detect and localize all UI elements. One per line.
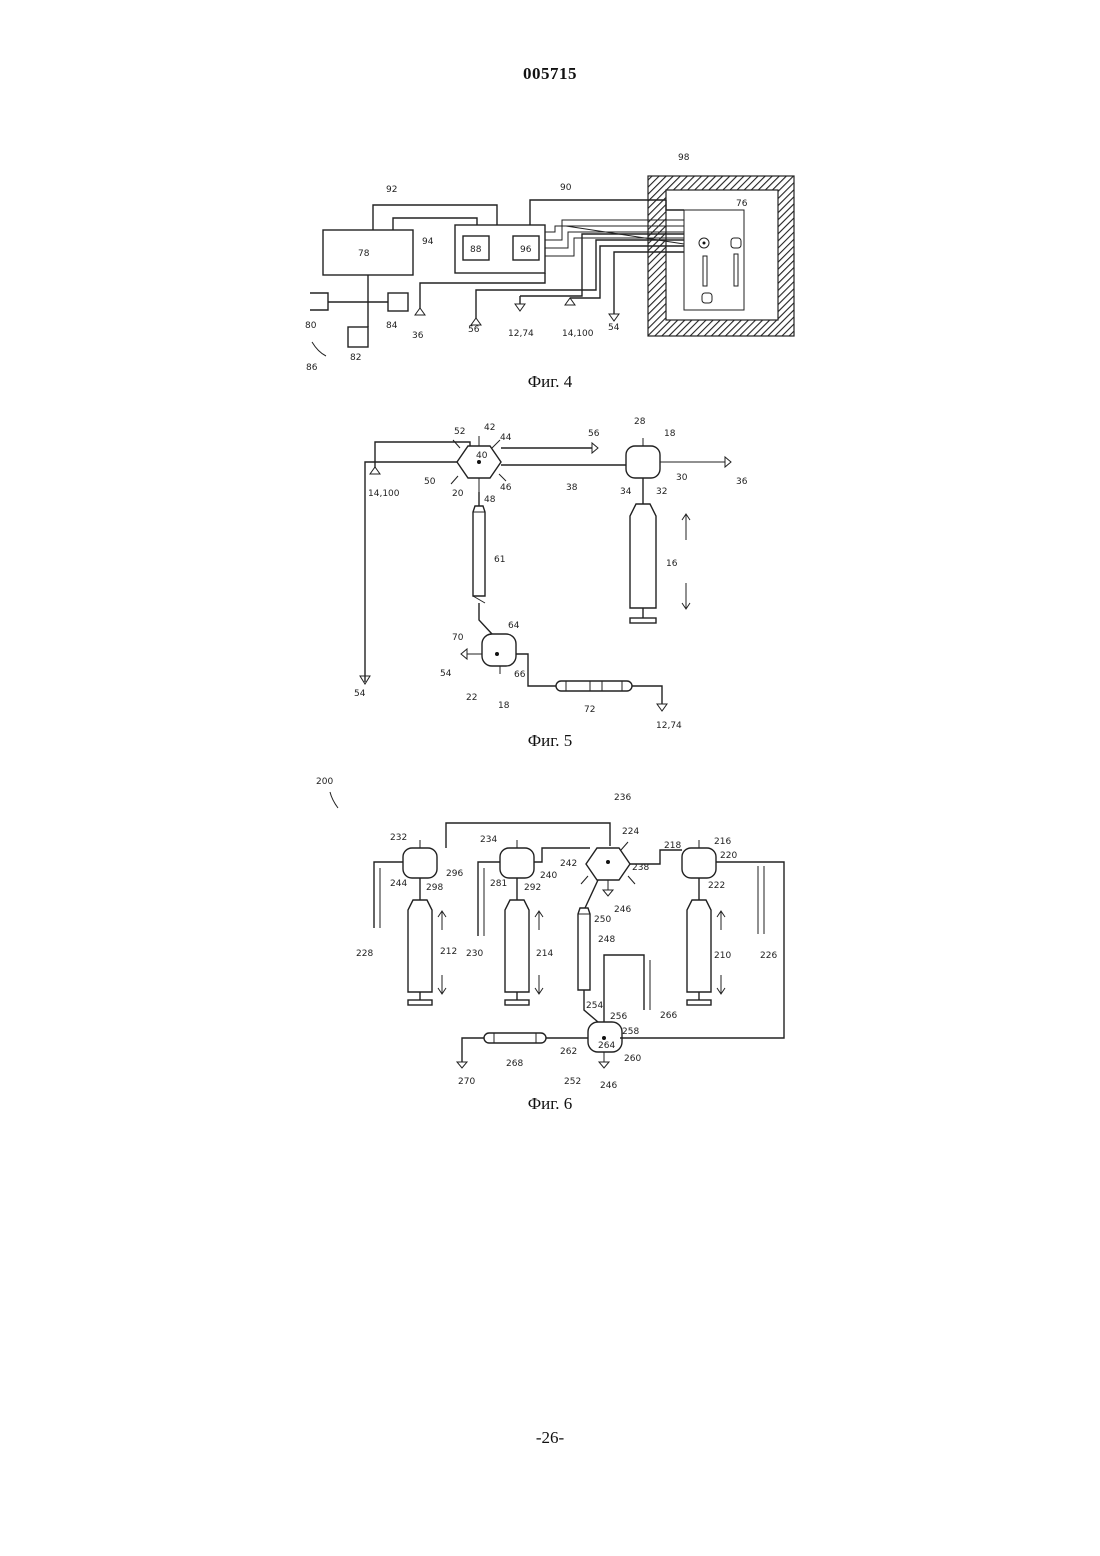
reference-label: 32 [656,487,667,497]
label: 90 [560,183,572,193]
reference-label: 46 [500,483,512,493]
reference-label: 214 [536,949,553,959]
reference-label: 54 [440,669,452,679]
reference-label: 232 [390,833,407,843]
reference-label: 50 [424,477,436,487]
reference-label: 246 [614,905,631,915]
reference-label: 61 [494,555,505,565]
valve-18 [626,446,660,478]
label: 84 [386,321,398,331]
valve-234 [500,848,534,878]
reference-label: 216 [714,837,731,847]
reference-label: 12,74 [656,721,682,731]
reference-label: 230 [466,949,483,959]
reference-label: 28 [634,417,646,427]
figure-6-diagram: 200 236 224 232 234 216 296 240 242 238 … [0,770,1100,1095]
reference-label: 36 [736,477,748,487]
reference-label: 212 [440,947,457,957]
reference-label: 16 [666,559,678,569]
label: 78 [358,249,370,259]
reference-label: 66 [514,670,526,680]
reference-label: 70 [452,633,464,643]
reference-label: 258 [622,1027,639,1037]
reference-label: 296 [446,869,463,879]
label: 94 [422,237,434,247]
label: 80 [305,321,317,331]
label: 98 [678,153,690,163]
valve-22 [482,634,516,666]
reference-label: 54 [354,689,366,699]
reference-label: 72 [584,705,595,715]
label: 82 [350,353,361,363]
label: 76 [736,199,748,209]
figure-4-caption: Фиг. 4 [0,372,1100,392]
label: 12,74 [508,329,534,339]
reference-label: 266 [660,1011,677,1021]
reference-label: 236 [614,793,631,803]
reference-label: 56 [588,429,600,439]
reference-label: 18 [498,701,510,711]
reference-label: 226 [760,951,777,961]
reference-label: 64 [508,621,520,631]
reference-label: 262 [560,1047,577,1057]
label: 96 [520,245,532,255]
reference-label: 244 [390,879,407,889]
reference-label: 222 [708,881,725,891]
reference-label: 228 [356,949,373,959]
page-header: 005715 [0,64,1100,84]
label: 14,100 [562,329,594,339]
label: 56 [468,325,480,335]
reference-label: 42 [484,423,495,433]
reference-label: 248 [598,935,615,945]
reference-label: 38 [566,483,578,493]
reference-label: 240 [540,871,557,881]
reference-label: 224 [622,827,639,837]
reference-label: 210 [714,951,731,961]
reference-label: 298 [426,883,443,893]
reference-label: 250 [594,915,611,925]
label: 54 [608,323,620,333]
reference-label: 18 [664,429,676,439]
reference-label: 44 [500,433,512,443]
reference-label: 14,100 [368,489,400,499]
figure-6-caption: Фиг. 6 [0,1094,1100,1114]
reference-label: 242 [560,859,577,869]
page-number: -26- [0,1428,1100,1448]
valve-232 [403,848,437,878]
reference-label: 292 [524,883,541,893]
label: 36 [412,331,424,341]
reference-label: 260 [624,1054,641,1064]
figure-5-caption: Фиг. 5 [0,731,1100,751]
reference-label: 238 [632,863,649,873]
reference-label: 254 [586,1001,603,1011]
reference-label: 52 [454,427,465,437]
label: 92 [386,185,397,195]
box-controller [455,225,545,273]
reference-label: 281 [490,879,507,889]
reference-label: 22 [466,693,477,703]
reference-label: 234 [480,835,497,845]
reference-label: 256 [610,1012,627,1022]
reference-label: 34 [620,487,632,497]
reference-label: 20 [452,489,464,499]
reference-label: 30 [676,473,688,483]
reference-label: 48 [484,495,496,505]
reference-label: 246 [600,1081,617,1091]
reference-label: 218 [664,841,681,851]
label: 88 [470,245,482,255]
reference-label: 40 [476,451,488,461]
reference-label: 268 [506,1059,523,1069]
reference-label: 270 [458,1077,475,1087]
figure-4-diagram: 92 90 98 76 78 94 88 96 80 84 82 86 36 5… [0,150,1100,375]
reference-label: 200 [316,777,333,787]
figure-5-diagram: 52 42 44 40 56 28 18 50 20 48 46 38 34 3… [0,415,1100,735]
reference-label: 220 [720,851,737,861]
reference-label: 264 [598,1041,615,1051]
reference-label: 252 [564,1077,581,1087]
valve-216 [682,848,716,878]
